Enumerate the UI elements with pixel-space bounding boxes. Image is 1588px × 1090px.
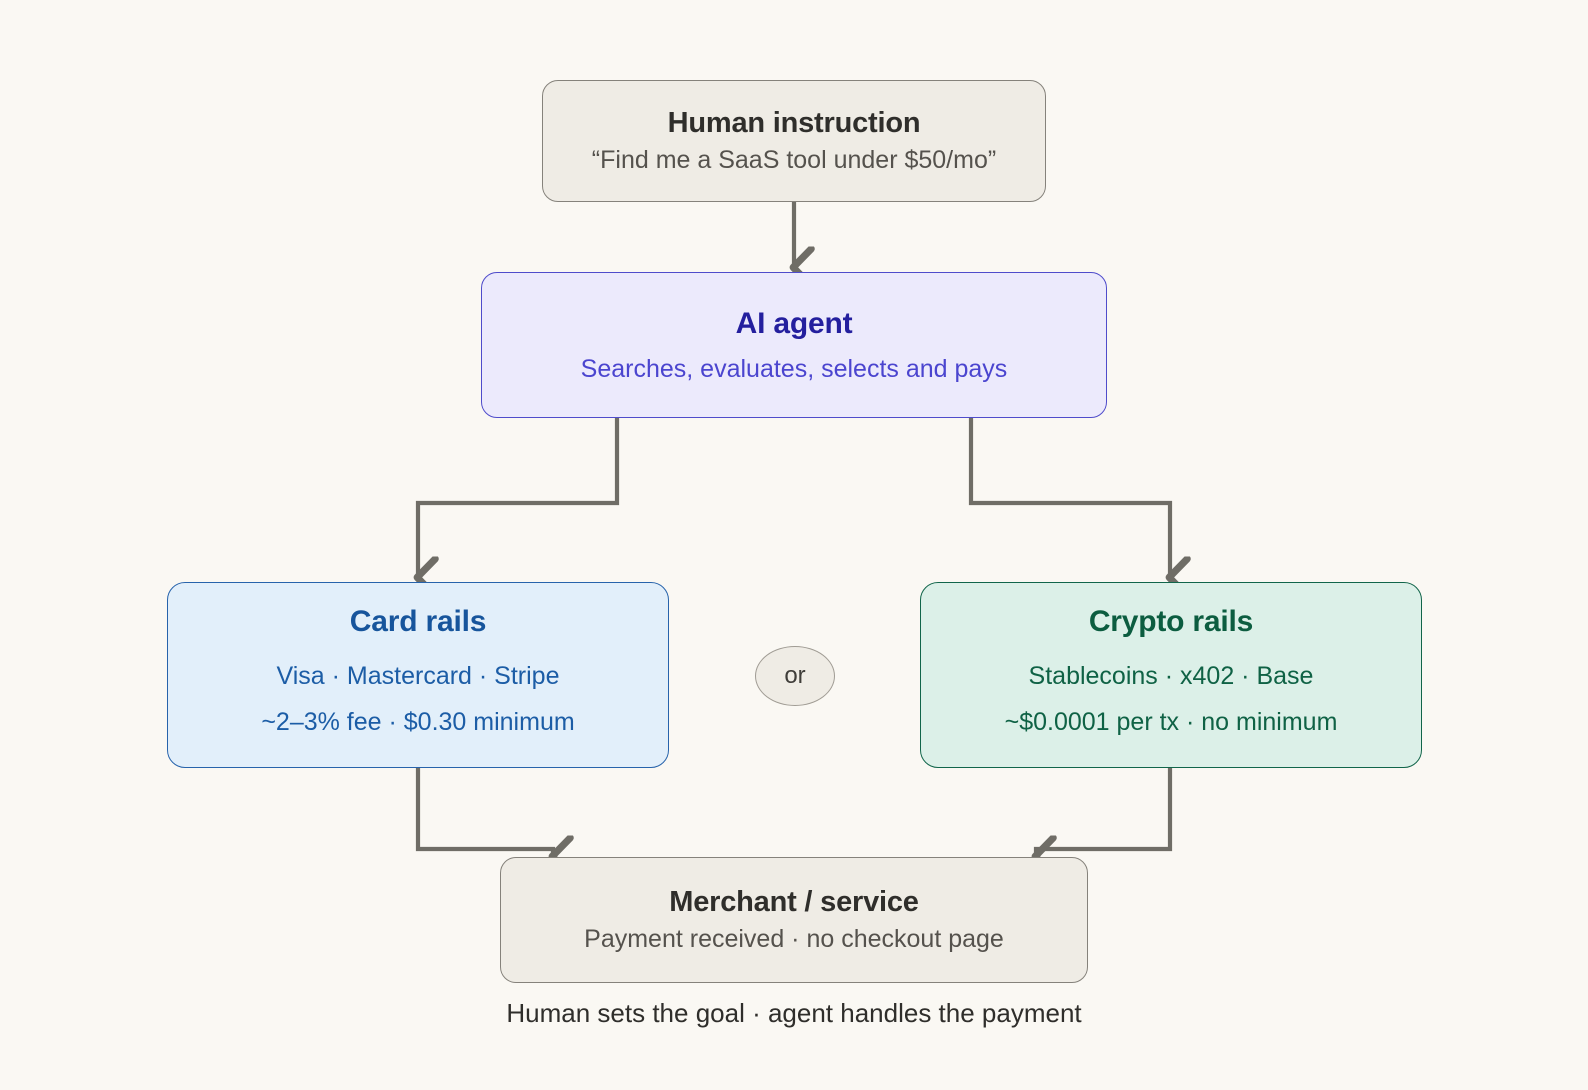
node-ai-agent[interactable]: AI agent Searches, evaluates, selects an…: [481, 272, 1107, 418]
edge-agent-to-crypto: [968, 418, 1170, 574]
edge-crypto-to-merchant: [1036, 768, 1173, 853]
node-crypto-rails-title: Crypto rails: [1088, 605, 1254, 638]
node-ai-agent-title: AI agent: [735, 306, 853, 340]
node-ai-agent-line-1: Searches, evaluates, selects and pays: [580, 354, 1008, 383]
node-merchant-service[interactable]: Merchant / service Payment received · no…: [500, 857, 1088, 983]
node-crypto-rails-line-1: Stablecoins · x402 · Base: [1028, 662, 1314, 690]
node-merchant-service-title: Merchant / service: [669, 886, 919, 918]
diagram-caption: Human sets the goal · agent handles the …: [506, 998, 1082, 1028]
node-merchant-service-line-1: Payment received · no checkout page: [584, 925, 1004, 953]
node-crypto-rails-line-2: ~$0.0001 per tx · no minimum: [1004, 708, 1338, 736]
edge-agent-to-card: [418, 418, 620, 574]
node-card-rails-title: Card rails: [349, 605, 487, 638]
node-card-rails-line-1: Visa · Mastercard · Stripe: [276, 662, 560, 690]
or-badge: or: [755, 646, 835, 706]
node-card-rails-line-2: ~2–3% fee · $0.30 minimum: [261, 708, 575, 736]
edge-card-to-merchant: [415, 768, 553, 853]
node-human-instruction[interactable]: Human instruction “Find me a SaaS tool u…: [542, 80, 1046, 202]
node-crypto-rails[interactable]: Crypto rails Stablecoins · x402 · Base ~…: [920, 582, 1422, 768]
node-card-rails[interactable]: Card rails Visa · Mastercard · Stripe ~2…: [167, 582, 669, 768]
node-human-instruction-line-1: “Find me a SaaS tool under $50/mo”: [591, 146, 997, 174]
node-human-instruction-title: Human instruction: [667, 107, 921, 139]
